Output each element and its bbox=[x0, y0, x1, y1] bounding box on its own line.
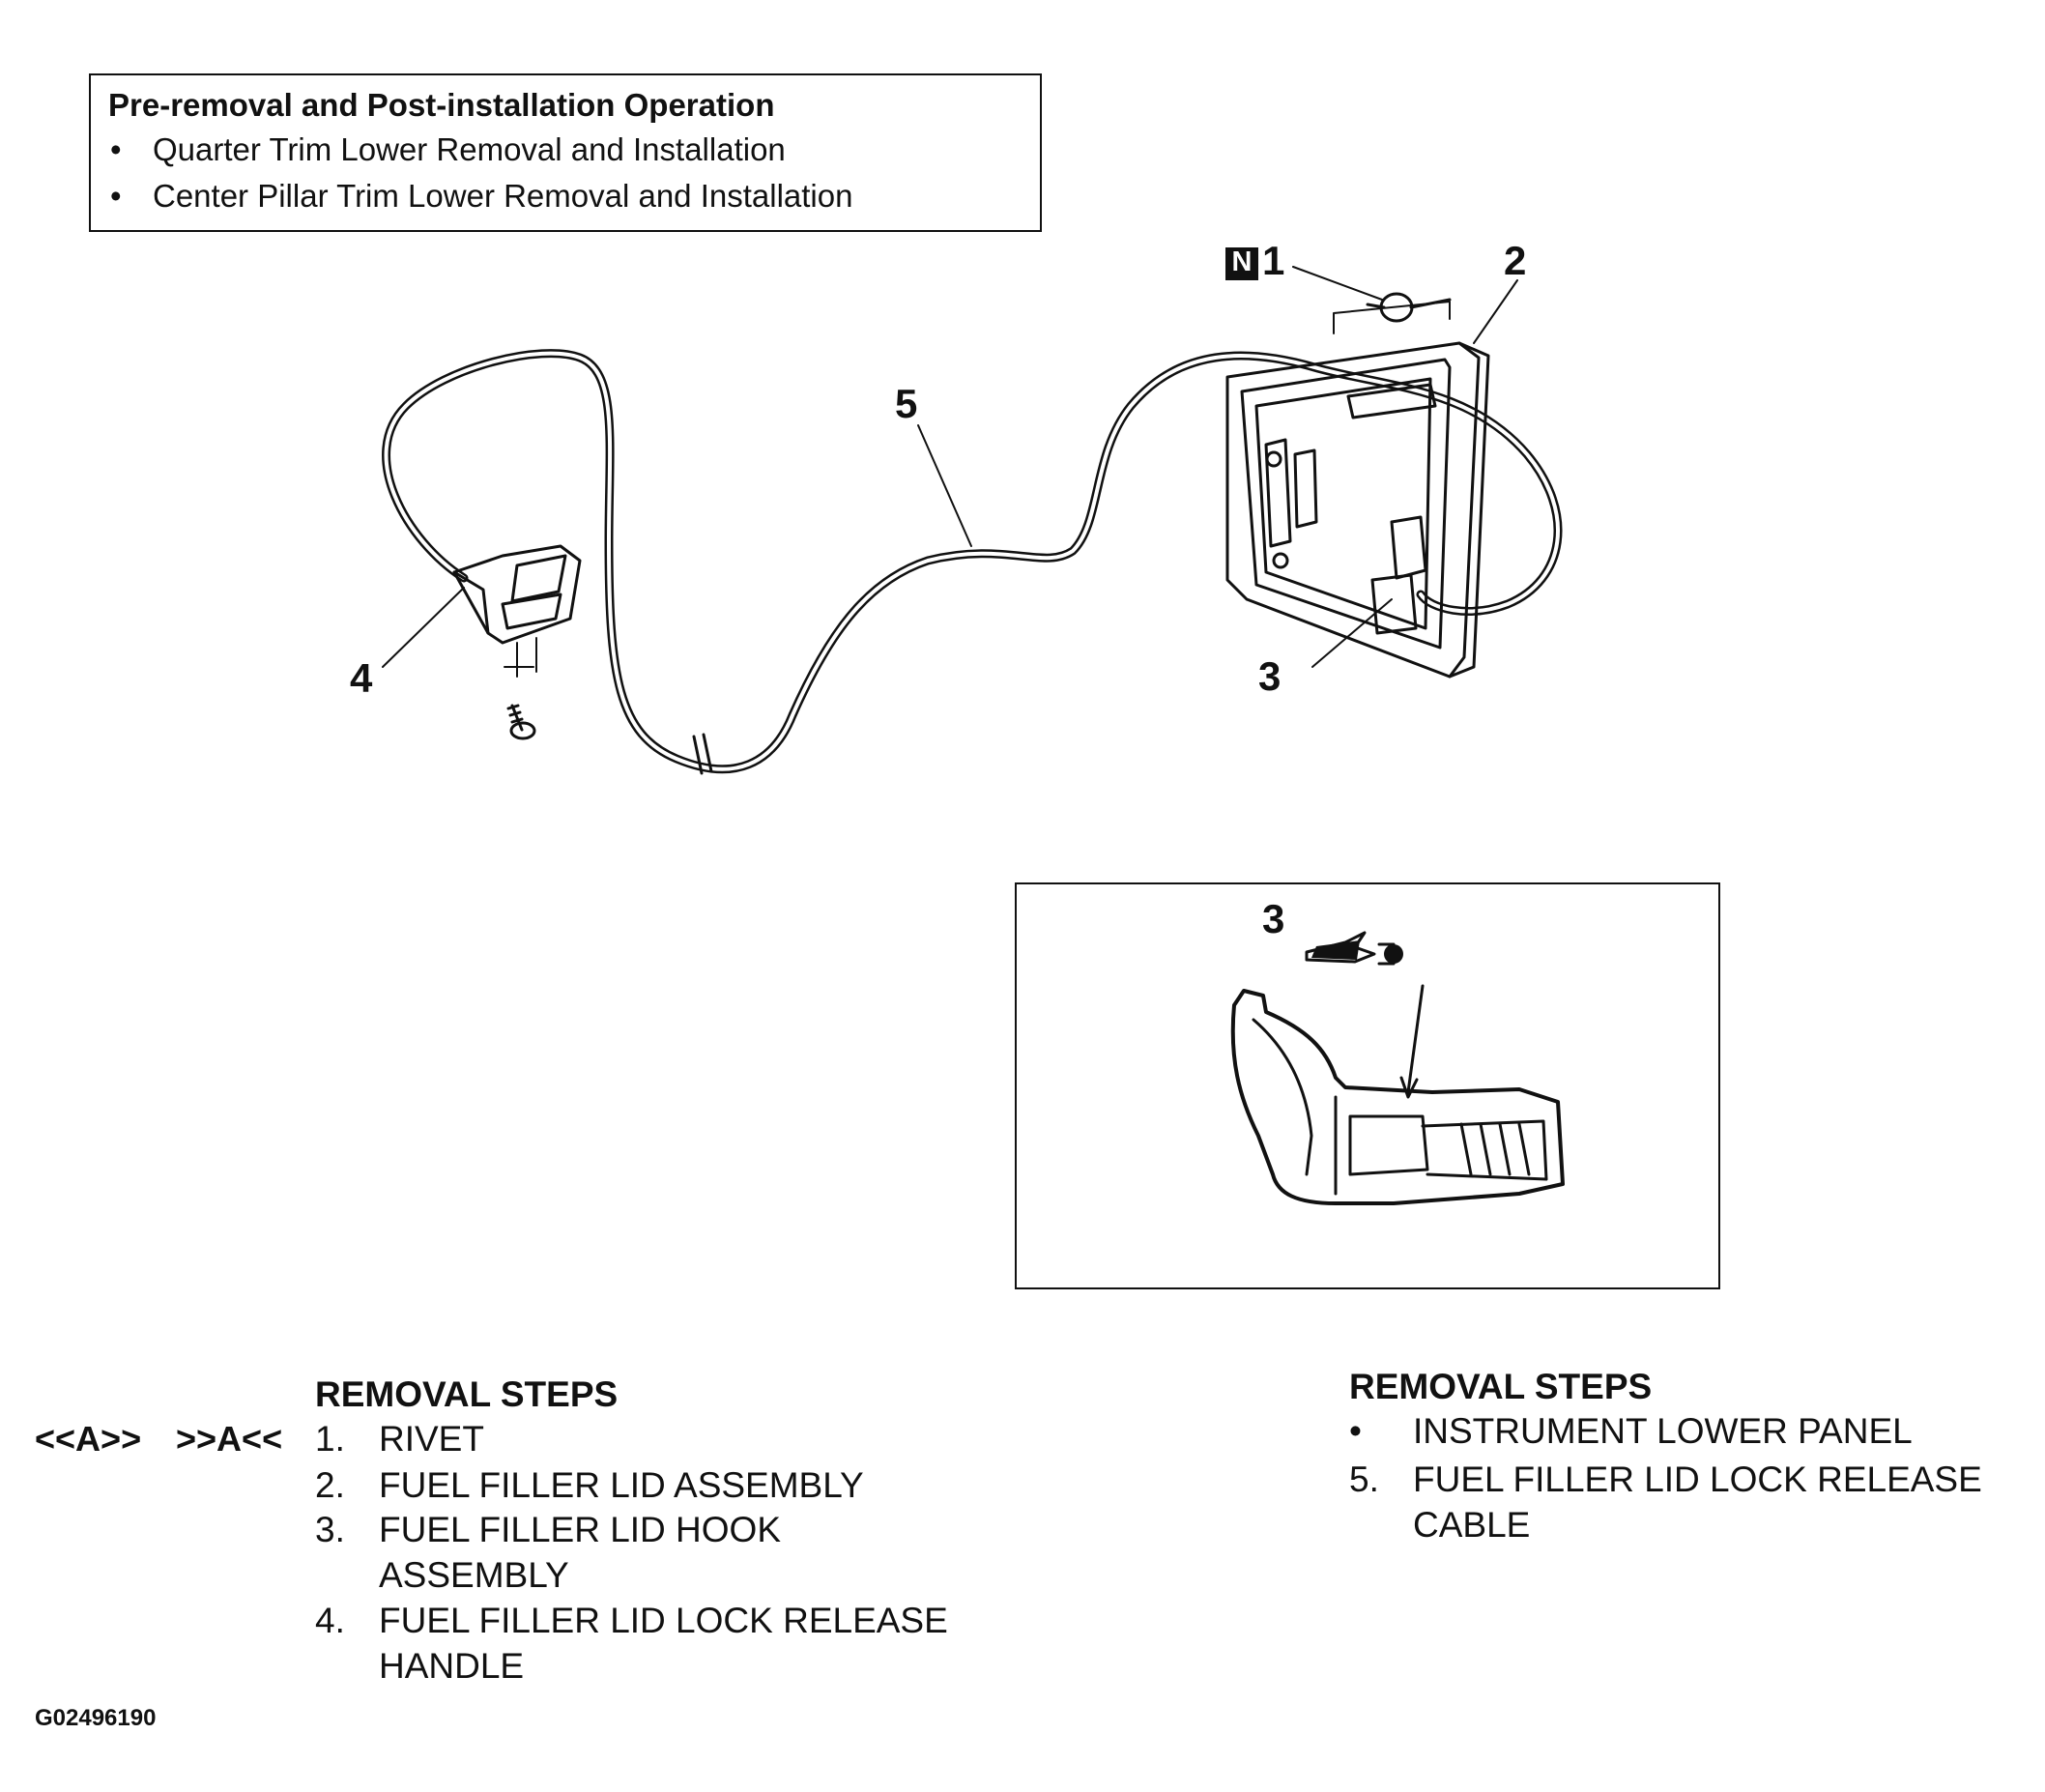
step-text-continued: HANDLE bbox=[379, 1646, 525, 1686]
callout-2: 2 bbox=[1504, 238, 1527, 283]
removal-step: 5. FUEL FILLER LID LOCK RELEASE CABLE bbox=[1349, 1460, 2026, 1550]
pre-operation-item: • Center Pillar Trim Lower Removal and In… bbox=[110, 178, 852, 215]
pre-operation-box: Pre-removal and Post-installation Operat… bbox=[89, 73, 1042, 232]
removal-step: 3. FUEL FILLER LID HOOK ASSEMBLY bbox=[315, 1510, 1050, 1601]
service-point-symbol-removal: <<A>> bbox=[35, 1419, 142, 1459]
callout-4: 4 bbox=[350, 655, 373, 701]
step-text-continued: CABLE bbox=[1413, 1505, 1531, 1545]
step-number: 5. bbox=[1349, 1460, 1379, 1499]
removal-step: 1. RIVET bbox=[315, 1419, 1050, 1463]
step-number: 3. bbox=[315, 1510, 345, 1549]
step-text: FUEL FILLER LID HOOK bbox=[379, 1510, 782, 1549]
step-number: 4. bbox=[315, 1601, 345, 1640]
new-part-badge bbox=[1225, 247, 1258, 280]
step-text-continued: ASSEMBLY bbox=[379, 1555, 569, 1595]
figure-code: G02496190 bbox=[35, 1705, 157, 1731]
pre-operation-title: Pre-removal and Post-installation Operat… bbox=[108, 87, 775, 123]
release-cable bbox=[382, 349, 1563, 775]
callout-1: 1 bbox=[1262, 238, 1285, 283]
step-text: FUEL FILLER LID LOCK RELEASE bbox=[1413, 1460, 1982, 1499]
screw bbox=[506, 704, 536, 740]
bullet-icon: • bbox=[110, 178, 122, 214]
removal-steps-heading: REMOVAL STEPS bbox=[315, 1374, 619, 1414]
step-text: FUEL FILLER LID ASSEMBLY bbox=[379, 1465, 864, 1505]
step-bullet: • bbox=[1349, 1411, 1362, 1451]
n-badge-label: N bbox=[1231, 246, 1253, 277]
service-point-symbol-installation: >>A<< bbox=[176, 1419, 283, 1459]
release-handle bbox=[452, 544, 582, 678]
hook-assembly-detail bbox=[1230, 931, 1565, 1205]
removal-step: • INSTRUMENT LOWER PANEL bbox=[1349, 1411, 2026, 1456]
inset-callout-3: 3 bbox=[1262, 896, 1285, 941]
step-text: INSTRUMENT LOWER PANEL bbox=[1413, 1411, 1913, 1451]
step-text: RIVET bbox=[379, 1419, 484, 1459]
inset-detail-box: 3 bbox=[1015, 882, 1720, 1289]
pre-operation-item-text: Center Pillar Trim Lower Removal and Ins… bbox=[153, 178, 853, 214]
leader-lines bbox=[382, 266, 1518, 668]
removal-step: 2. FUEL FILLER LID ASSEMBLY bbox=[315, 1465, 1050, 1510]
step-number: 1. bbox=[315, 1419, 345, 1459]
pre-operation-item: • Quarter Trim Lower Removal and Installa… bbox=[110, 131, 786, 168]
step-number: 2. bbox=[315, 1465, 345, 1505]
callout-3: 3 bbox=[1258, 653, 1282, 699]
bullet-icon: • bbox=[110, 131, 122, 167]
pre-operation-item-text: Quarter Trim Lower Removal and Installat… bbox=[153, 131, 786, 167]
removal-step: 4. FUEL FILLER LID LOCK RELEASE HANDLE bbox=[315, 1601, 1050, 1691]
fuel-filler-lid-diagram bbox=[382, 247, 1563, 775]
fuel-filler-lid-housing bbox=[1225, 301, 1490, 679]
removal-steps-heading-right: REMOVAL STEPS bbox=[1349, 1367, 1653, 1406]
step-text: FUEL FILLER LID LOCK RELEASE bbox=[379, 1601, 948, 1640]
rivet bbox=[1366, 292, 1452, 323]
callout-5: 5 bbox=[895, 381, 918, 426]
